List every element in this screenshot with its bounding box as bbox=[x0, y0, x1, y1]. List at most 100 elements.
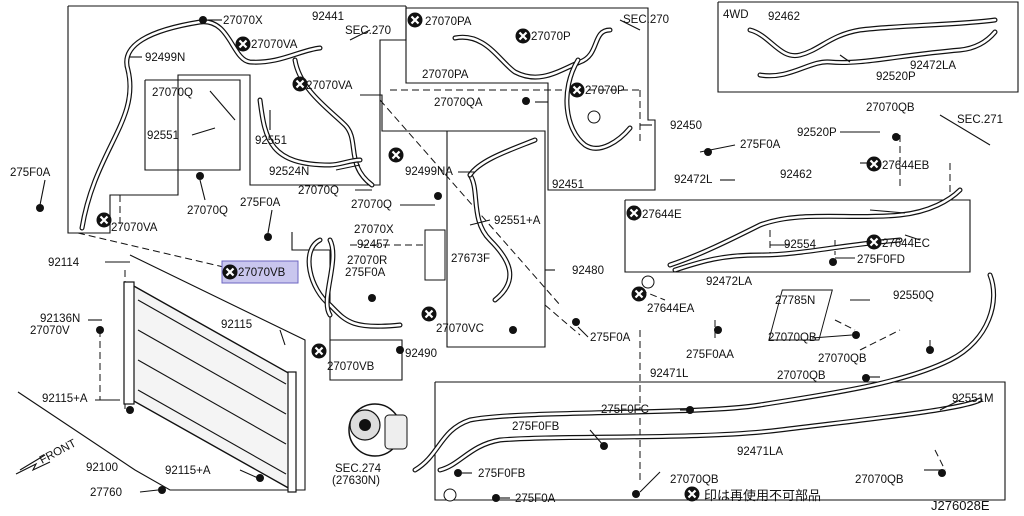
label-92554: 92554 bbox=[784, 239, 817, 251]
label-27785n: 27785N bbox=[775, 295, 815, 307]
label-275f0fd: 275F0FD bbox=[857, 254, 905, 266]
label-27070qb-d: 27070QB bbox=[777, 370, 826, 382]
group-labels: 27070X 92441 SEC.270 27070PA SEC.270 4WD… bbox=[10, 9, 1003, 513]
outline-center bbox=[360, 94, 546, 348]
label-27070vb: 27070VB bbox=[327, 361, 375, 373]
condenser-core bbox=[131, 283, 293, 492]
group-outlines bbox=[17, 1, 1019, 501]
label-275f0fc: 275F0FC bbox=[601, 404, 649, 416]
outline-right-b bbox=[625, 199, 971, 273]
highlight-27070vb bbox=[221, 260, 299, 284]
label-27070qa: 27070QA bbox=[434, 97, 483, 109]
label-27070va-left: 27070VA bbox=[111, 222, 158, 234]
label-275f0a-d: 275F0A bbox=[590, 332, 631, 344]
label-275f0aa: 275F0AA bbox=[686, 349, 734, 361]
label-sec270-a: SEC.270 bbox=[345, 25, 391, 37]
front-arrow bbox=[15, 461, 51, 475]
label-note: 印は再使用不可部品 bbox=[704, 488, 821, 503]
label-27070qb-c: 27070QB bbox=[818, 353, 867, 365]
label-92480: 92480 bbox=[572, 265, 604, 277]
label-92114: 92114 bbox=[48, 257, 80, 269]
label-27070p-a: 27070P bbox=[531, 31, 571, 43]
label-275f0a-left: 275F0A bbox=[10, 167, 51, 179]
label-27070qb-a: 27070QB bbox=[866, 102, 915, 114]
label-275f0a-a: 275F0A bbox=[740, 139, 781, 151]
label-27760: 27760 bbox=[90, 487, 122, 499]
label-27070qb-f: 27070QB bbox=[855, 474, 904, 486]
label-92490: 92490 bbox=[405, 348, 437, 360]
label-27070qb-e: 27070QB bbox=[670, 474, 719, 486]
label-27644ea: 27644EA bbox=[647, 303, 695, 315]
label-27070qb-b: 27070QB bbox=[768, 332, 817, 344]
label-92551m: 92551M bbox=[952, 393, 994, 405]
label-92115: 92115 bbox=[221, 319, 252, 331]
label-92136n: 92136N bbox=[40, 313, 80, 325]
label-27070vc: 27070VC bbox=[436, 323, 484, 335]
label-27644e: 27644E bbox=[642, 209, 682, 221]
label-27673f: 27673F bbox=[451, 253, 490, 265]
label-27644eb: 27644EB bbox=[882, 160, 930, 172]
label-92471la: 92471LA bbox=[737, 446, 783, 458]
label-92472la: 92472LA bbox=[706, 276, 752, 288]
label-92115a-b: 92115+A bbox=[165, 465, 211, 477]
label-27070va-mid: 27070VA bbox=[306, 80, 353, 92]
label-sec274-sub: (27630N) bbox=[332, 475, 380, 487]
label-92524n: 92524N bbox=[269, 166, 309, 178]
label-27070q-a: 27070Q bbox=[152, 87, 193, 99]
label-27070v: 27070V bbox=[30, 325, 70, 337]
label-27070q-b: 27070Q bbox=[298, 185, 339, 197]
label-92472la-4wd: 92472LA bbox=[910, 60, 956, 72]
label-275f0fb-a: 275F0FB bbox=[512, 421, 560, 433]
label-92551-b: 92551 bbox=[255, 135, 287, 147]
label-275f0a-b: 275F0A bbox=[240, 197, 281, 209]
label-92115a-a: 92115+A bbox=[42, 393, 88, 405]
label-92472l: 92472L bbox=[674, 174, 713, 186]
label-275f0fb-b: 275F0FB bbox=[478, 468, 526, 480]
label-275f0a-c: 275F0A bbox=[345, 267, 386, 279]
label-27070vb-highlight: 27070VB bbox=[238, 267, 286, 279]
label-27070x-top: 27070X bbox=[223, 15, 263, 27]
label-92499na: 92499NA bbox=[405, 166, 453, 178]
label-92450: 92450 bbox=[670, 120, 702, 132]
label-ref: J276028E bbox=[931, 498, 990, 511]
outline-4wd bbox=[717, 1, 1019, 93]
label-92550q: 92550Q bbox=[893, 290, 934, 302]
label-27070pa: 27070PA bbox=[425, 16, 472, 28]
label-27070q-c: 27070Q bbox=[187, 205, 228, 217]
label-92499n: 92499N bbox=[145, 52, 185, 64]
outline-right-a bbox=[624, 200, 640, 273]
outline-top-mid bbox=[405, 7, 656, 191]
label-27070x-b: 27070X bbox=[354, 224, 394, 236]
outline-left bbox=[67, 6, 407, 234]
label-4wd: 4WD bbox=[723, 9, 749, 21]
label-92462: 92462 bbox=[780, 169, 812, 181]
label-92100: 92100 bbox=[86, 462, 118, 474]
label-sec274: SEC.274 bbox=[335, 463, 382, 475]
label-92451: 92451 bbox=[552, 179, 584, 191]
label-27070pa-b: 27070PA bbox=[422, 69, 469, 81]
label-92471l: 92471L bbox=[650, 368, 689, 380]
outline-92490 bbox=[291, 232, 403, 381]
group-leaders bbox=[19, 19, 991, 499]
label-27070va-top: 27070VA bbox=[251, 39, 298, 51]
label-92457: 92457 bbox=[357, 239, 389, 251]
outline-condenser bbox=[17, 254, 306, 491]
group-components bbox=[36, 16, 946, 502]
label-92441: 92441 bbox=[312, 11, 344, 23]
label-sec270-b: SEC.270 bbox=[623, 14, 669, 26]
label-27644ec: 27644EC bbox=[882, 238, 930, 250]
label-27070p-b: 27070P bbox=[585, 85, 625, 97]
label-27070q-d: 27070Q bbox=[351, 199, 392, 211]
label-92520p-4wd: 92520P bbox=[876, 71, 916, 83]
label-92462-4wd: 92462 bbox=[768, 11, 800, 23]
outline-box-27070q bbox=[144, 79, 241, 171]
label-front: FRONT bbox=[38, 437, 79, 466]
label-sec271: SEC.271 bbox=[957, 114, 1003, 126]
outline-lower bbox=[434, 381, 1006, 501]
label-275f0a-e: 275F0A bbox=[515, 493, 556, 505]
label-27070r: 27070R bbox=[347, 255, 387, 267]
label-92520p: 92520P bbox=[797, 127, 837, 139]
label-92551-a: 92551 bbox=[147, 130, 179, 142]
